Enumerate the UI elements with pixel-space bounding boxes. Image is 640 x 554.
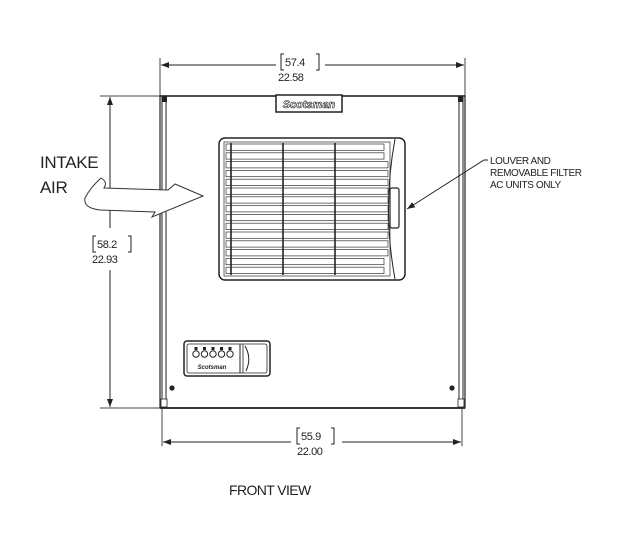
bracket-close: [128, 235, 132, 253]
bracket-open: [92, 235, 96, 253]
louver-note-line2: REMOVABLE FILTER: [490, 168, 582, 179]
filter-handle[interactable]: [389, 187, 400, 229]
indicator-light-icon: [220, 347, 223, 350]
intake-label-line2: AIR: [40, 178, 67, 197]
louver-slat: [225, 196, 389, 204]
brand-badge: Scotsman: [275, 94, 343, 113]
louver-grille: [218, 137, 406, 281]
louver-slat: [225, 222, 389, 230]
louver-slat: [225, 152, 385, 160]
louver-slat: [225, 161, 389, 169]
louver-slat: [225, 143, 385, 151]
louver-slat: [225, 205, 389, 213]
top-left-tab: [162, 96, 167, 102]
bracket-close: [316, 53, 320, 71]
control-panel-brand: Scotsman: [198, 365, 227, 371]
control-button[interactable]: [192, 350, 200, 358]
panel-door: [244, 345, 250, 372]
control-button[interactable]: [226, 350, 234, 358]
control-button[interactable]: [200, 350, 209, 358]
bottom-width-metric: 55.9: [301, 431, 321, 443]
indicator-light-icon: [211, 347, 215, 350]
bottom-width-imperial: 22.00: [297, 446, 323, 458]
left-foot: [160, 398, 168, 408]
top-width-metric: 57.4: [285, 57, 305, 69]
louver-slat: [225, 258, 385, 266]
top-width-imperial: 22.58: [278, 72, 304, 84]
bracket-close: [331, 427, 335, 445]
louver-slat: [225, 266, 385, 274]
bottom-width-dimension: 55.9 22.00: [161, 409, 463, 458]
louver-curve: [388, 138, 396, 280]
intake-air-arrow: [84, 177, 205, 219]
louver-slat: [225, 214, 389, 222]
height-imperial: 22.93: [92, 254, 118, 266]
control-buttons: [192, 347, 234, 358]
louver-slat: [225, 170, 389, 178]
control-panel: Scotsman: [183, 340, 271, 377]
louver-slat: [225, 187, 389, 195]
louver-slat: [225, 249, 389, 257]
indicator-light-icon: [228, 347, 232, 350]
louver-callout: LOUVER AND REMOVABLE FILTER AC UNITS ONL…: [406, 156, 582, 210]
right-foot: [457, 398, 465, 408]
screw-left: [169, 385, 175, 391]
top-right-tab: [458, 96, 463, 102]
screw-right: [449, 385, 455, 391]
louver-slats: [225, 143, 389, 275]
brand-logo: Scotsman: [283, 99, 336, 111]
louver-slat: [225, 178, 389, 186]
control-button[interactable]: [209, 350, 217, 358]
louver-note-line1: LOUVER AND: [490, 156, 551, 167]
height-metric: 58.2: [97, 239, 117, 251]
control-button[interactable]: [217, 350, 226, 358]
bracket-open: [280, 53, 284, 71]
louver-note-line3: AC UNITS ONLY: [490, 180, 561, 191]
indicator-light-icon: [203, 347, 206, 350]
louver-slat: [225, 240, 389, 248]
indicator-light-icon: [194, 347, 198, 350]
view-title: FRONT VIEW: [229, 482, 312, 498]
louver-slat: [225, 231, 389, 239]
top-width-dimension: 57.4 22.58: [159, 53, 466, 98]
intake-label-line1: INTAKE: [40, 153, 98, 172]
bracket-open: [296, 427, 300, 445]
height-dimension: 58.2 22.93: [92, 95, 160, 409]
